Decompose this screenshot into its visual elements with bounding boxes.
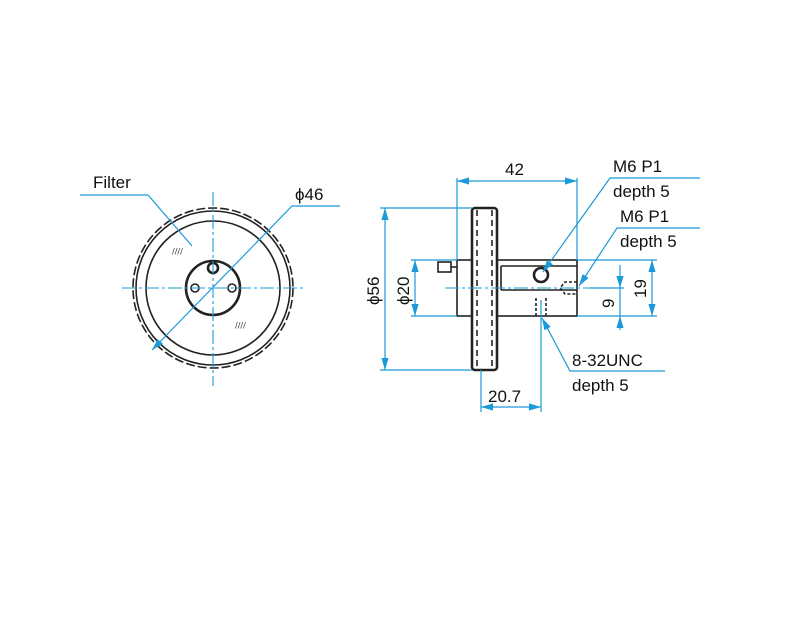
hole2-thread: M6 P1 (620, 207, 669, 226)
hole2-depth: depth 5 (620, 232, 677, 251)
knurled-wheel (470, 206, 499, 372)
filter-label: Filter (93, 173, 131, 192)
diameter-leader (151, 205, 340, 351)
hole1-leader (542, 177, 700, 273)
glass-hatch: //// (172, 247, 183, 256)
glass-hatch: //// (235, 321, 246, 330)
front-view: //// //// ϕ46 Filter (80, 173, 340, 386)
m6-hole-top (532, 266, 550, 284)
hole1-depth: depth 5 (613, 182, 670, 201)
dim-20-label: ϕ20 (394, 277, 413, 305)
hole1-thread: M6 P1 (613, 157, 662, 176)
m6-hole-side (558, 281, 577, 295)
diameter-46-label: ϕ46 (295, 185, 323, 204)
dim-9-label: 9 (599, 299, 618, 308)
dim-19-label: 19 (631, 279, 650, 298)
dim-56-label: ϕ56 (364, 277, 383, 305)
filter-leader (80, 194, 193, 247)
hole3-depth: depth 5 (572, 376, 629, 395)
side-view: 42 ϕ56 ϕ20 19 9 20.7 M6 P1 depth 5 M6 P1 (364, 157, 700, 412)
dim-20-7-label: 20.7 (488, 387, 521, 406)
dim-42-label: 42 (505, 160, 524, 179)
set-screw (437, 261, 452, 273)
hole2-leader (578, 227, 700, 287)
hole3-thread: 8-32UNC (572, 351, 643, 370)
unc-hole (535, 298, 547, 316)
hole3-leader (541, 317, 665, 372)
